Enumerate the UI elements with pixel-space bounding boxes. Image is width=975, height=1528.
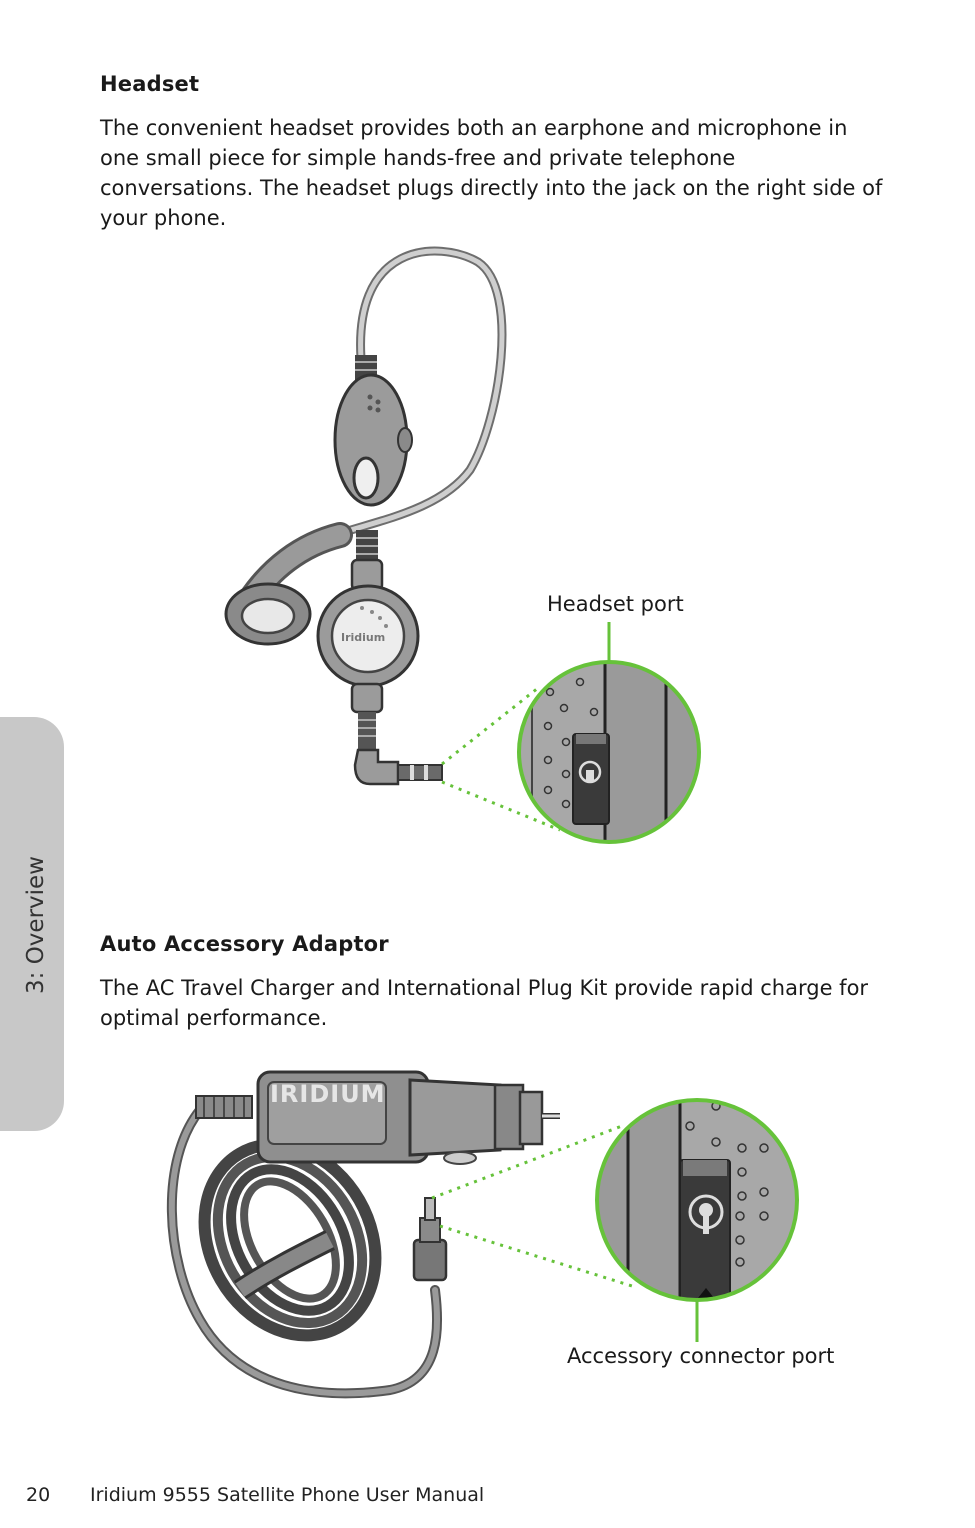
headset-port-callout: Headset port xyxy=(547,592,684,616)
adaptor-heading: Auto Accessory Adaptor xyxy=(100,932,389,956)
chapter-side-tab xyxy=(0,717,64,1131)
chapter-side-tab-label: 3: Overview xyxy=(23,856,49,994)
manual-title: Iridium 9555 Satellite Phone User Manual xyxy=(90,1484,485,1506)
headset-heading: Headset xyxy=(100,72,200,96)
page-number: 20 xyxy=(26,1484,51,1506)
adaptor-description: The AC Travel Charger and International … xyxy=(100,976,869,1030)
accessory-port-callout: Accessory connector port xyxy=(567,1344,835,1368)
adaptor-brand-label: IRIDIUM xyxy=(270,1080,386,1108)
headset-description: The convenient headset provides both an … xyxy=(100,116,883,230)
headset-reel-brand: Iridium xyxy=(341,631,386,644)
